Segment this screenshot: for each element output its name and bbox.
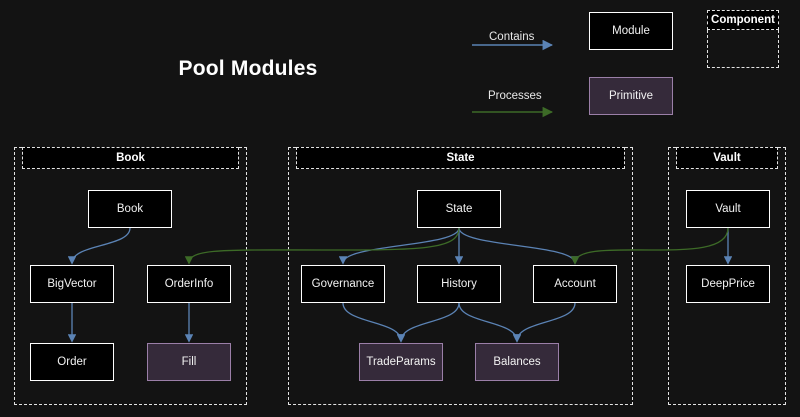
node-order[interactable]: Order xyxy=(30,343,114,381)
node-label-account: Account xyxy=(554,278,596,290)
node-bigvector[interactable]: BigVector xyxy=(30,265,114,303)
legend-module-label: Module xyxy=(612,25,650,37)
legend-primitive-label: Primitive xyxy=(609,90,653,102)
node-account[interactable]: Account xyxy=(533,265,617,303)
node-label-history: History xyxy=(441,278,477,290)
node-state-module[interactable]: State xyxy=(417,190,501,228)
node-tradeparams[interactable]: TradeParams xyxy=(359,343,443,381)
legend-primitive-box: Primitive xyxy=(589,77,673,115)
group-header-book: Book xyxy=(22,147,239,169)
node-label-vault-module: Vault xyxy=(715,203,740,215)
node-label-orderinfo: OrderInfo xyxy=(165,278,214,290)
node-label-tradeparams: TradeParams xyxy=(366,356,435,368)
node-orderinfo[interactable]: OrderInfo xyxy=(147,265,231,303)
node-deepprice[interactable]: DeepPrice xyxy=(686,265,770,303)
node-governance[interactable]: Governance xyxy=(301,265,385,303)
group-label-vault: Vault xyxy=(713,152,740,164)
group-header-state: State xyxy=(296,147,625,169)
node-label-deepprice: DeepPrice xyxy=(701,278,755,290)
group-header-vault: Vault xyxy=(676,147,778,169)
legend-component-header: Component xyxy=(707,10,779,30)
node-label-balances: Balances xyxy=(493,356,540,368)
node-balances[interactable]: Balances xyxy=(475,343,559,381)
legend-module-box: Module xyxy=(589,12,673,50)
node-label-fill: Fill xyxy=(182,356,197,368)
legend-processes-label: Processes xyxy=(488,90,542,102)
node-label-bigvector: BigVector xyxy=(47,278,96,290)
node-book-module[interactable]: Book xyxy=(88,190,172,228)
legend-component-label: Component xyxy=(711,14,775,26)
group-label-state: State xyxy=(446,152,474,164)
node-label-state-module: State xyxy=(446,203,473,215)
page-title: Pool Modules xyxy=(168,57,328,81)
node-label-order: Order xyxy=(57,356,86,368)
group-label-book: Book xyxy=(116,152,145,164)
node-label-governance: Governance xyxy=(312,278,375,290)
node-fill[interactable]: Fill xyxy=(147,343,231,381)
legend-contains-label: Contains xyxy=(489,31,534,43)
node-history[interactable]: History xyxy=(417,265,501,303)
node-label-book-module: Book xyxy=(117,203,143,215)
node-vault-module[interactable]: Vault xyxy=(686,190,770,228)
